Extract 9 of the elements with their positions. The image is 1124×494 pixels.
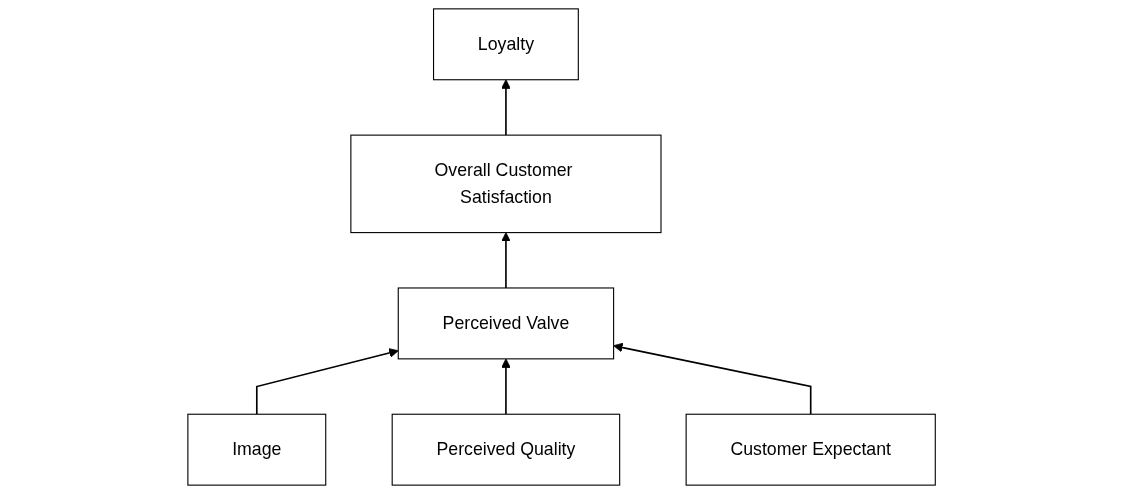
arrow (501, 79, 512, 136)
node-box: Loyalty (433, 8, 580, 81)
arrow (501, 358, 512, 416)
node-box: Image (187, 413, 327, 486)
node-box: Customer Expectant (686, 413, 937, 486)
node-box: Perceived Quality (392, 413, 621, 486)
arrow (501, 232, 512, 289)
node-box: Perceived Valve (398, 287, 615, 360)
node-box: Overall Customer Satisfaction (350, 134, 662, 234)
